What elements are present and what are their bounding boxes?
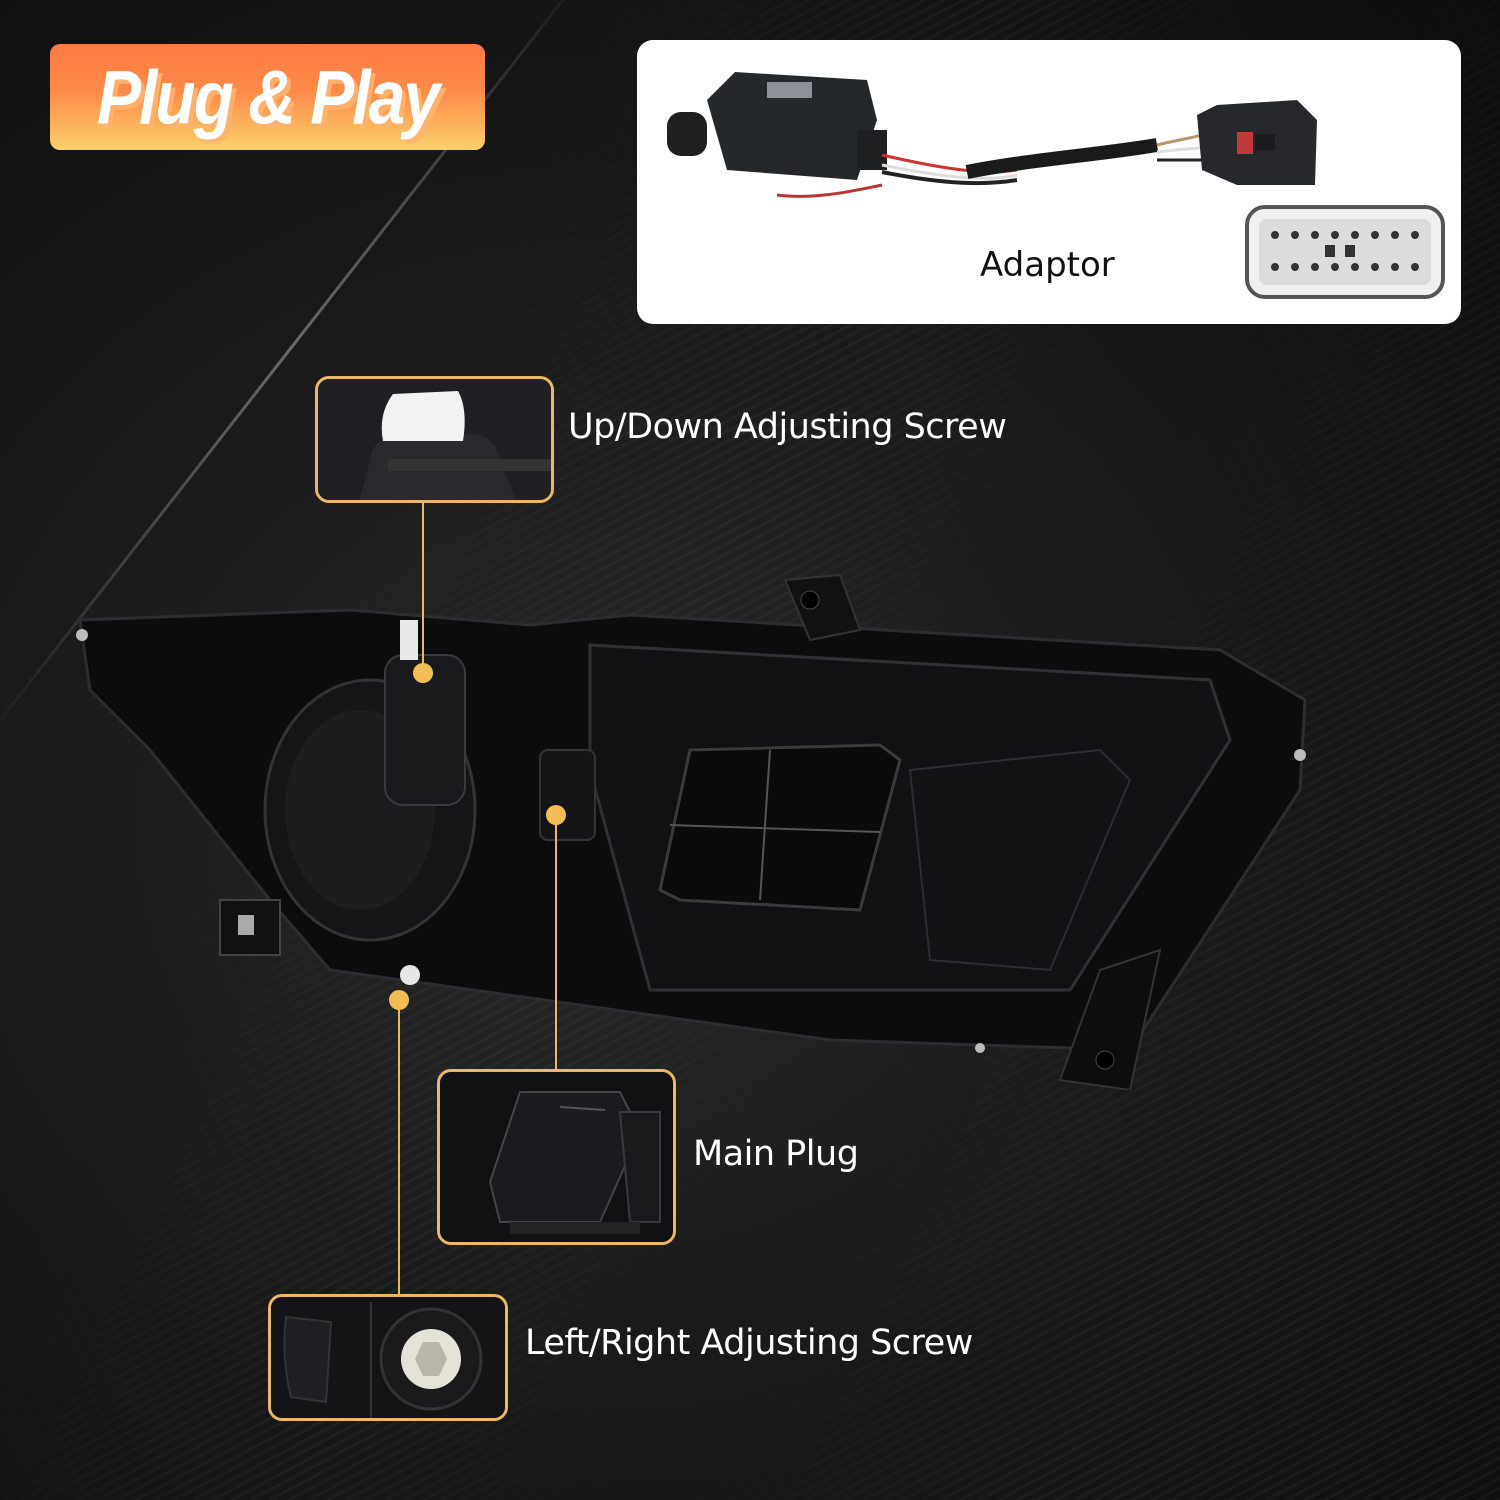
left-right-leader-line	[398, 1000, 400, 1295]
main-plug-image	[440, 1072, 673, 1242]
main-plug-closeup	[437, 1069, 676, 1245]
left-right-screw-image	[271, 1297, 505, 1418]
up-down-screw-image	[318, 379, 551, 500]
plug-and-play-badge: Plug & Play	[50, 44, 485, 150]
adaptor-harness-image	[667, 72, 1317, 198]
up-down-screw-label: Up/Down Adjusting Screw	[568, 407, 1007, 447]
headlight-assembly-image	[76, 573, 1307, 1090]
adaptor-label: Adaptor	[980, 245, 1115, 285]
adaptor-panel: Adaptor	[637, 40, 1461, 324]
up-down-screw-closeup	[315, 376, 554, 503]
up-down-callout-dot	[413, 663, 433, 683]
left-right-callout-dot	[389, 990, 409, 1010]
main-plug-label: Main Plug	[693, 1134, 859, 1174]
main-plug-callout-dot	[546, 805, 566, 825]
main-plug-leader-line	[555, 815, 557, 1070]
up-down-leader-line	[422, 503, 424, 673]
badge-title: Plug & Play	[96, 54, 440, 140]
connector-pin-face-image	[1245, 205, 1445, 299]
left-right-screw-label: Left/Right Adjusting Screw	[525, 1323, 973, 1363]
left-right-screw-closeup	[268, 1294, 508, 1421]
